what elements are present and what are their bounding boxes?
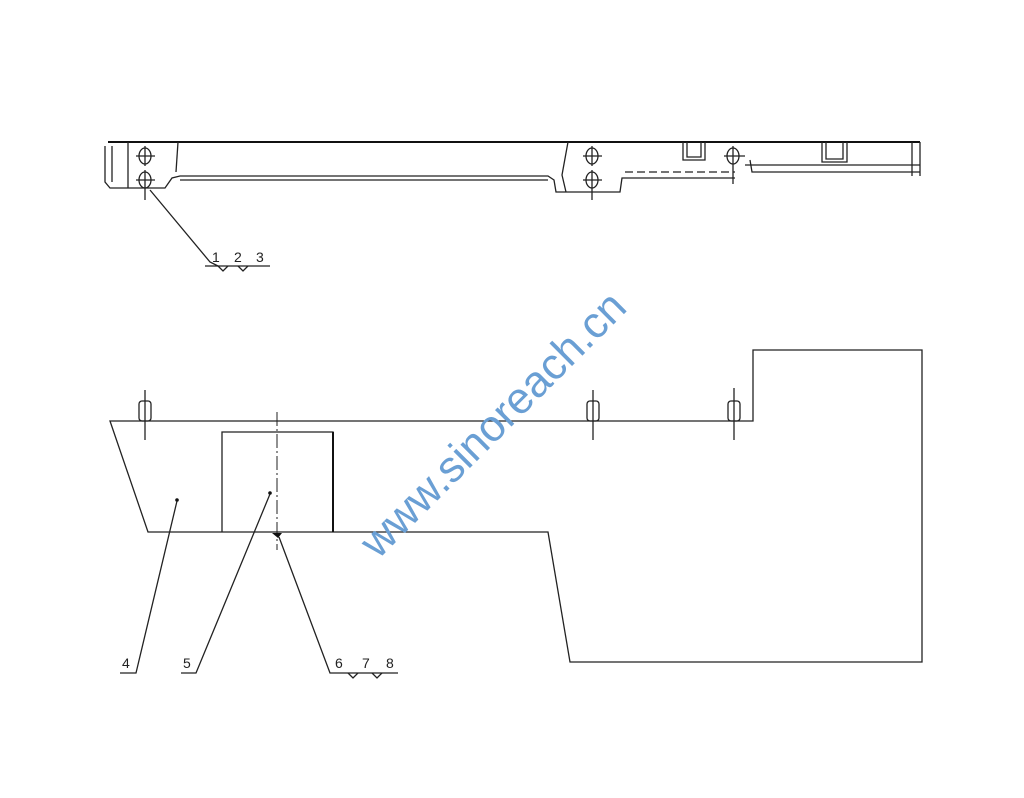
callout-label-8: 8 <box>386 655 394 671</box>
callout-label-3: 3 <box>256 249 264 265</box>
top-view: 1 2 3 <box>104 141 921 272</box>
callout-label-6: 6 <box>335 655 343 671</box>
callout-label-5: 5 <box>183 655 191 671</box>
bolt-holes <box>136 146 745 200</box>
front-view: 4 5 6 7 8 <box>109 349 923 679</box>
callout-label-7: 7 <box>362 655 370 671</box>
callout-label-2: 2 <box>234 249 242 265</box>
callout-label-1: 1 <box>212 249 220 265</box>
studs <box>138 388 741 440</box>
callout-label-4: 4 <box>122 655 130 671</box>
